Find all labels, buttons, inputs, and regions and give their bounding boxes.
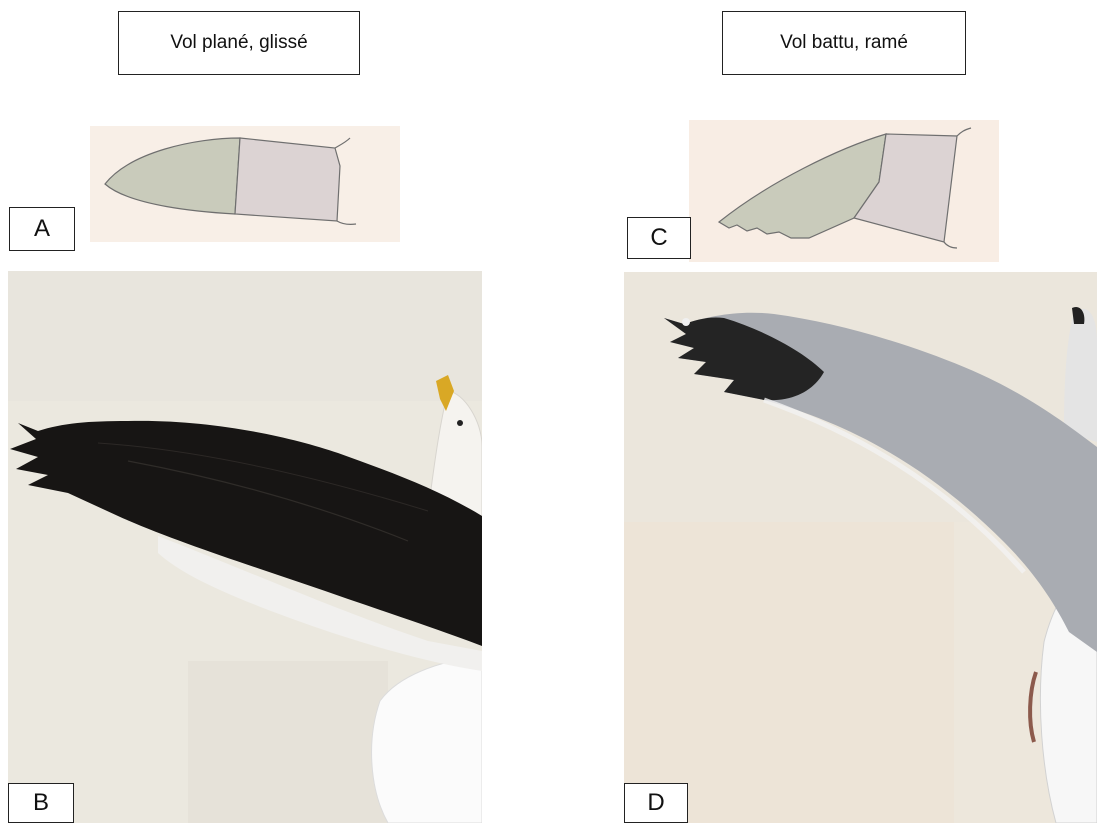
label-a: A [9,207,75,251]
wing-edge-top [957,128,971,136]
wing-edge-top [335,138,350,148]
label-b: B [8,783,74,823]
wing-arm-section [235,138,340,221]
title-gliding-flight: Vol plané, glissé [118,11,360,75]
eagle-wing-photo [8,271,482,823]
eagle-tail [372,656,482,823]
wing-edge-bottom [944,242,957,248]
wing-hand-section [719,134,886,238]
title-flapping-flight: Vol battu, ramé [722,11,966,75]
wing-edge-bottom [337,221,356,224]
wing-diagram-flapping [689,120,999,262]
wing-hand-section [105,138,240,214]
label-c: C [627,217,691,259]
gull-wing-photo [624,272,1097,823]
eagle-wing [10,421,482,646]
label-d: D [624,783,688,823]
wing-diagram-gliding [90,126,400,242]
